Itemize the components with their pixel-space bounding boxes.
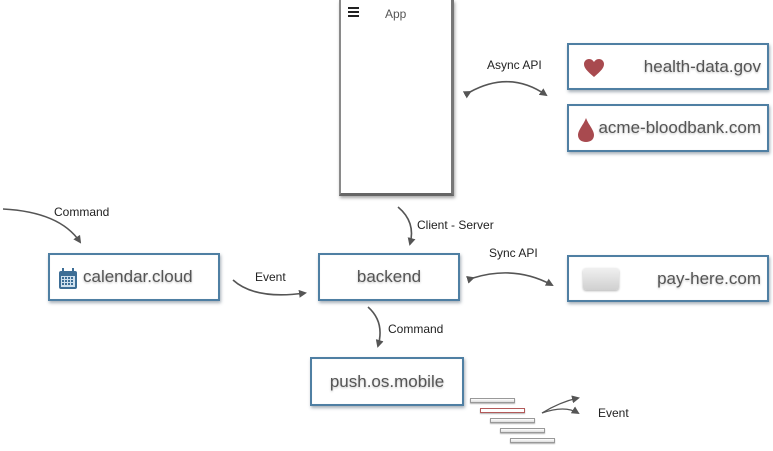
edge-label-event-out: Event <box>598 406 629 420</box>
queue-message-1 <box>470 398 515 403</box>
node-calendar-cloud[interactable]: calendar.cloud <box>48 253 220 301</box>
credit-card-icon <box>583 268 619 290</box>
blood-drop-icon <box>578 118 594 142</box>
node-label: acme-bloodbank.com <box>598 118 761 137</box>
edge-label-sync-api: Sync API <box>489 246 538 260</box>
async-api-arrow <box>462 80 548 99</box>
edge-label-async-api: Async API <box>487 58 542 72</box>
node-label: push.os.mobile <box>329 371 445 391</box>
event-out-arrow-2 <box>541 406 580 415</box>
node-backend[interactable]: backend <box>318 253 460 301</box>
command-in-arrow <box>2 208 82 244</box>
edge-label-client-server: Client - Server <box>417 218 494 232</box>
calendar-icon <box>59 268 77 289</box>
app-title: App <box>385 7 407 21</box>
client-server-arrow <box>397 206 416 246</box>
sync-api-arrow <box>466 272 554 286</box>
edge-label-command-in: Command <box>54 205 110 219</box>
app-frame: App <box>339 0 454 196</box>
node-label: health-data.gov <box>643 56 761 76</box>
node-pay-here[interactable]: pay-here.com <box>567 255 769 302</box>
node-health-data[interactable]: health-data.gov <box>567 43 769 90</box>
node-push-os-mobile[interactable]: push.os.mobile <box>310 357 464 406</box>
queue-message-3 <box>490 418 535 423</box>
command-push-arrow <box>367 306 384 348</box>
edge-label-event-calendar: Event <box>255 270 286 284</box>
node-label: calendar.cloud <box>83 267 193 286</box>
node-label: backend <box>356 267 422 286</box>
node-acme-bloodbank[interactable]: acme-bloodbank.com <box>567 104 769 152</box>
queue-message-2 <box>480 408 525 413</box>
event-calendar-arrow <box>232 279 307 298</box>
node-label: pay-here.com <box>657 268 761 288</box>
hamburger-menu-icon[interactable] <box>348 7 359 19</box>
event-out-arrow-1 <box>541 395 580 414</box>
queue-message-4 <box>500 428 545 433</box>
queue-message-5 <box>510 438 555 443</box>
heart-icon <box>584 59 604 77</box>
edge-label-command-push: Command <box>388 322 444 336</box>
